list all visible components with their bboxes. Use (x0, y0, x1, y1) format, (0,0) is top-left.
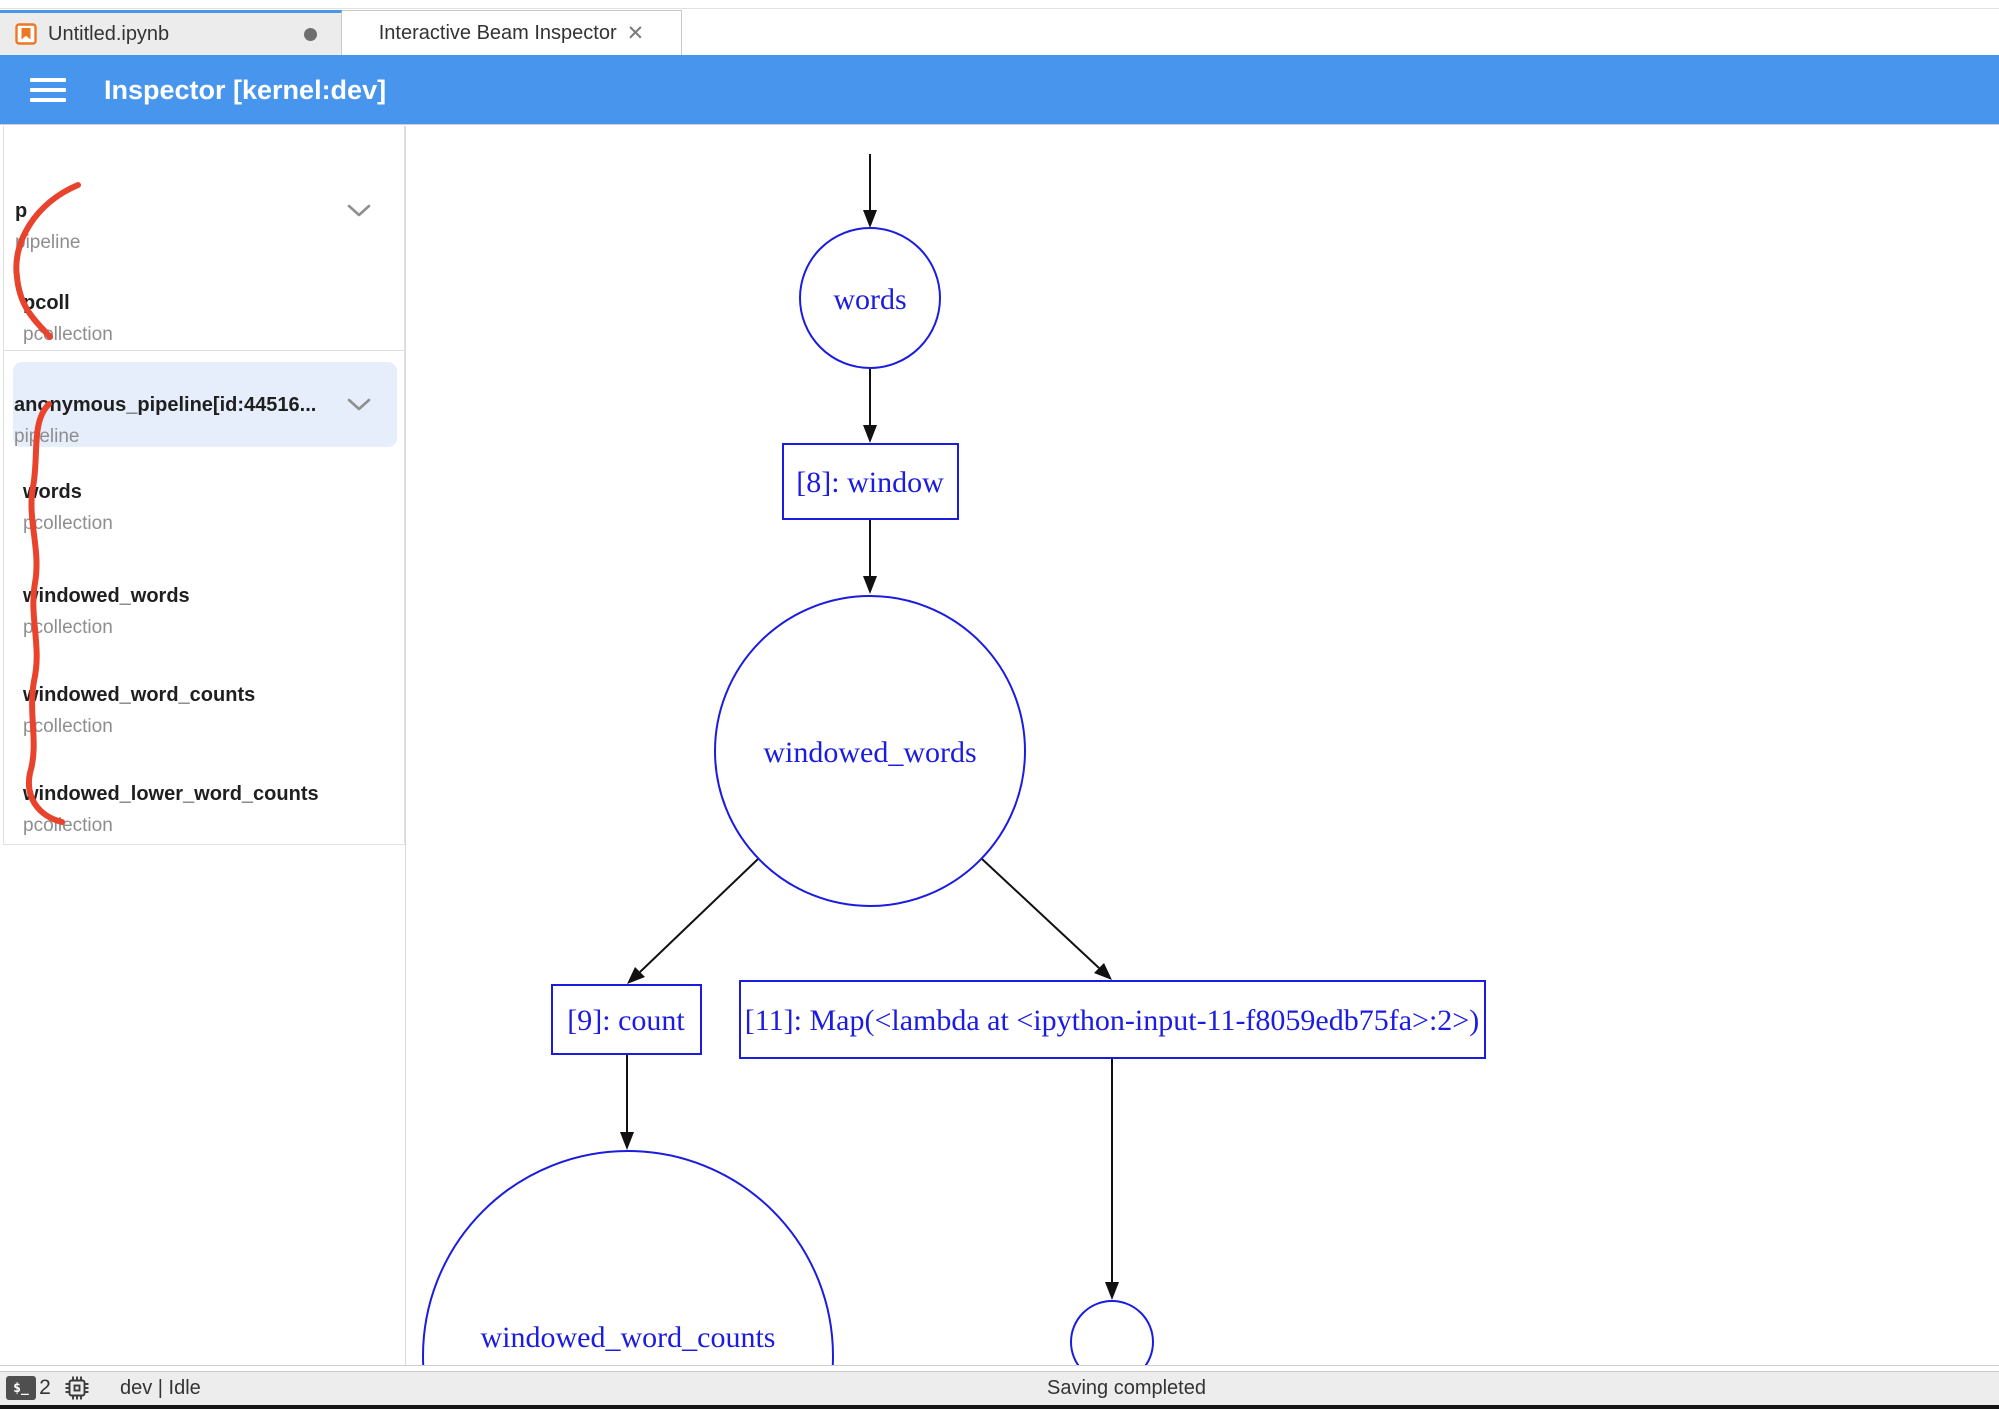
graph-node-words[interactable]: words (799, 227, 941, 369)
tab-untitled-notebook[interactable]: Untitled.ipynb (0, 10, 342, 55)
graph-node-windowed-words[interactable]: windowed_words (714, 595, 1026, 907)
pipeline-list-card (3, 126, 405, 845)
node-label: windowed_words (763, 736, 976, 769)
graph-node-windowed-word-counts[interactable]: windowed_word_counts (422, 1150, 834, 1365)
terminal-count: 2 (39, 1376, 51, 1399)
window-bottom-edge (0, 1405, 1999, 1409)
pipeline-graph: words [8]: window windowed_words [9]: co… (422, 154, 1486, 1365)
content-bottom-divider (0, 1365, 1999, 1366)
selected-item-highlight (13, 362, 397, 447)
inspector-toolbar (0, 55, 1999, 125)
item-name: windowed_word_counts (23, 684, 256, 706)
item-type: pipeline (15, 232, 81, 253)
node-label: [9]: count (567, 1004, 685, 1037)
status-message: Saving completed (1047, 1377, 1206, 1399)
graph-node-window[interactable]: [8]: window (782, 443, 959, 520)
menu-icon[interactable] (30, 78, 66, 102)
item-type: pcollection (23, 815, 113, 836)
item-type: pcollection (23, 716, 113, 737)
kernel-chip-icon[interactable] (64, 1375, 90, 1401)
pipeline-sections-divider (3, 350, 406, 351)
node-label: [8]: window (796, 466, 944, 499)
sidebar-item-windowed-words[interactable]: windowed_words pcollection (23, 581, 190, 644)
node-label: [11]: Map(<lambda at <ipython-input-11-f… (745, 1004, 1479, 1037)
notebook-icon (15, 23, 37, 45)
kernel-status[interactable]: dev | Idle (120, 1377, 201, 1399)
page-title: Inspector [kernel:dev] (104, 75, 387, 105)
status-bar (0, 1371, 1999, 1405)
window-top-divider (0, 8, 1999, 9)
tab-title: Untitled.ipynb (48, 22, 170, 45)
item-name: anonymous_pipeline[id:44516... (14, 394, 317, 416)
tab-interactive-beam-inspector[interactable]: Interactive Beam Inspector ✕ (342, 10, 682, 55)
item-name: windowed_words (23, 585, 190, 607)
sidebar-item-anonymous-pipeline[interactable]: anonymous_pipeline[id:44516... pipeline (14, 390, 316, 453)
graph-edges (620, 154, 1119, 1300)
graph-node-map-lambda[interactable]: [11]: Map(<lambda at <ipython-input-11-f… (739, 980, 1486, 1059)
chevron-down-icon[interactable] (346, 203, 372, 219)
node-label: windowed_word_counts (481, 1321, 776, 1354)
item-name: pcoll (23, 292, 70, 314)
item-type: pcollection (23, 617, 113, 638)
item-type: pipeline (14, 426, 80, 447)
chevron-down-icon[interactable] (346, 397, 372, 413)
sidebar-item-words[interactable]: words pcollection (23, 477, 113, 540)
sidebar-item-p[interactable]: p pipeline (15, 196, 81, 259)
red-annotation-marks (13, 182, 81, 825)
item-name: p (15, 200, 28, 222)
node-label: words (833, 283, 906, 316)
unsaved-changes-dot (304, 27, 317, 41)
close-icon[interactable]: ✕ (626, 21, 645, 45)
sidebar-item-windowed-word-counts[interactable]: windowed_word_counts pcollection (23, 680, 255, 743)
terminal-icon-glyph: $_ (13, 1380, 29, 1396)
item-type: pcollection (23, 513, 113, 534)
sidebar-item-windowed-lower-word-counts[interactable]: windowed_lower_word_counts pcollection (23, 779, 319, 842)
item-name: words (23, 481, 82, 503)
graph-node-count[interactable]: [9]: count (551, 984, 702, 1055)
graph-node-output[interactable] (1070, 1300, 1154, 1365)
item-name: windowed_lower_word_counts (23, 783, 319, 805)
pipeline-list-panel (0, 126, 406, 1365)
tab-title: Interactive Beam Inspector (378, 21, 617, 44)
terminal-icon[interactable]: $_ (6, 1376, 36, 1400)
